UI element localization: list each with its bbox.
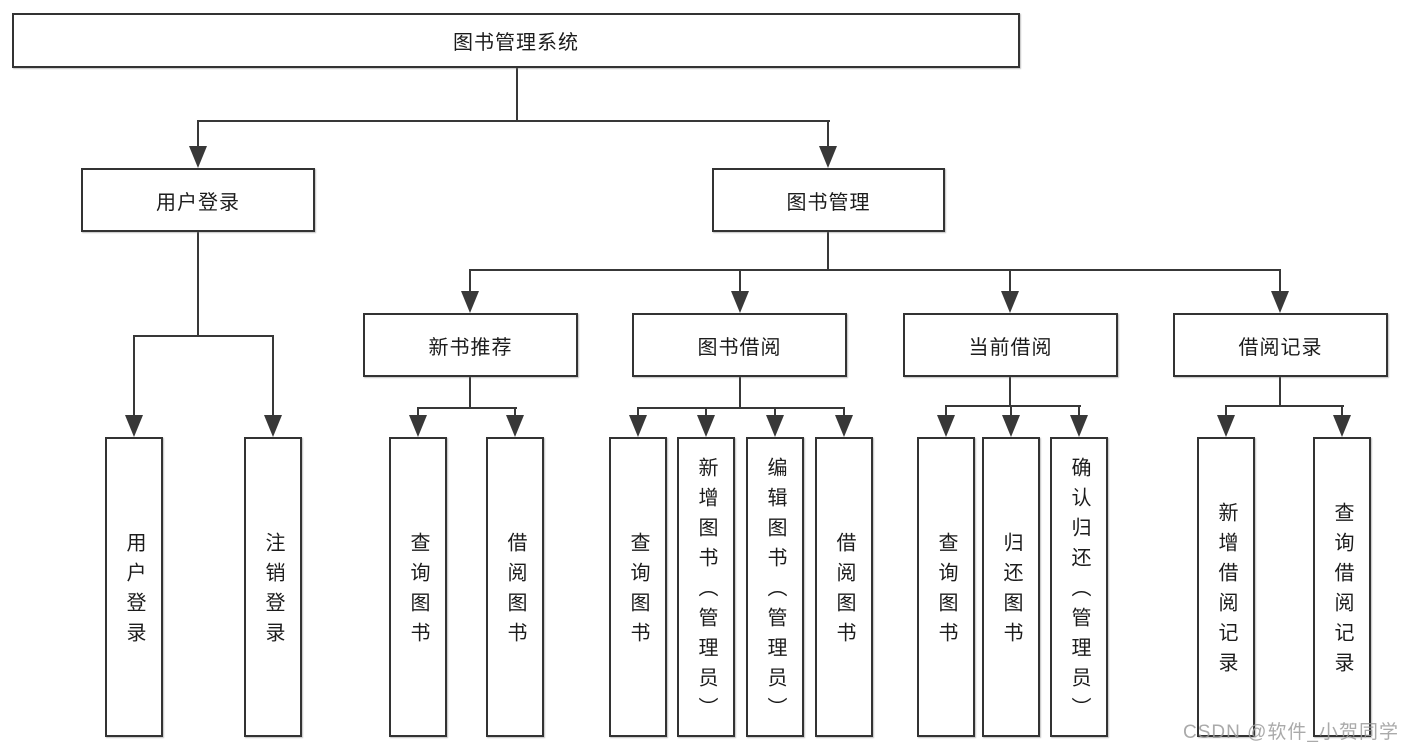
node-label: 借阅记录 bbox=[1238, 336, 1323, 359]
connector-line bbox=[514, 407, 516, 417]
arrow-down-icon bbox=[1271, 291, 1289, 313]
connector-line bbox=[827, 232, 829, 270]
connector-line bbox=[637, 407, 639, 417]
node-label: 查询图书 bbox=[935, 532, 957, 652]
connector-line bbox=[1279, 269, 1281, 293]
leaf-borrow-books-borrowing: 借阅图书 bbox=[815, 437, 873, 737]
connector-line bbox=[516, 68, 518, 121]
connector-line bbox=[1279, 377, 1281, 406]
node-label: 当前借阅 bbox=[968, 336, 1053, 359]
arrow-down-icon bbox=[461, 291, 479, 313]
arrow-down-icon bbox=[835, 415, 853, 437]
connector-line bbox=[739, 269, 741, 293]
leaf-add-borrow-record: 新增借阅记录 bbox=[1197, 437, 1255, 737]
connector-line bbox=[637, 407, 845, 409]
arrow-down-icon bbox=[264, 415, 282, 437]
arrow-down-icon bbox=[819, 146, 837, 168]
arrow-down-icon bbox=[125, 415, 143, 437]
arrow-down-icon bbox=[697, 415, 715, 437]
node-label: 图书管理系统 bbox=[453, 32, 579, 54]
node-label: 借阅图书 bbox=[504, 532, 526, 652]
arrow-down-icon bbox=[1001, 291, 1019, 313]
connector-line bbox=[469, 377, 471, 408]
node-label: 查询图书 bbox=[627, 532, 649, 652]
leaf-query-books-borrowing: 查询图书 bbox=[609, 437, 667, 737]
arrow-down-icon bbox=[731, 291, 749, 313]
connector-line bbox=[827, 120, 829, 148]
connector-line bbox=[1225, 405, 1344, 407]
watermark-text: CSDN @软件_小贺同学 bbox=[1183, 722, 1399, 743]
arrow-down-icon bbox=[409, 415, 427, 437]
connector-line bbox=[1341, 405, 1343, 417]
arrow-down-icon bbox=[506, 415, 524, 437]
leaf-user-login: 用户登录 bbox=[105, 437, 163, 737]
connector-line bbox=[133, 335, 135, 417]
connector-line bbox=[843, 407, 845, 417]
connector-line bbox=[197, 120, 830, 122]
arrow-down-icon bbox=[937, 415, 955, 437]
arrow-down-icon bbox=[766, 415, 784, 437]
arrow-down-icon bbox=[1002, 415, 1020, 437]
node-label: 图书管理 bbox=[786, 191, 871, 214]
node-label: 图书借阅 bbox=[697, 336, 782, 359]
node-label: 编辑图书（管理员） bbox=[764, 457, 786, 727]
connector-line bbox=[705, 407, 707, 417]
connector-line bbox=[1078, 405, 1080, 417]
node-label: 用户登录 bbox=[123, 532, 145, 652]
node-user-login: 用户登录 bbox=[81, 168, 315, 232]
node-label: 新增借阅记录 bbox=[1215, 502, 1237, 682]
leaf-query-books-current: 查询图书 bbox=[917, 437, 975, 737]
node-label: 新书推荐 bbox=[428, 336, 513, 359]
node-label: 用户登录 bbox=[156, 191, 240, 214]
node-borrowing-records: 借阅记录 bbox=[1173, 313, 1388, 377]
arrow-down-icon bbox=[1070, 415, 1088, 437]
node-label: 新增图书（管理员） bbox=[695, 457, 717, 727]
connector-line bbox=[417, 407, 517, 409]
arrow-down-icon bbox=[1333, 415, 1351, 437]
node-label: 查询图书 bbox=[407, 532, 429, 652]
arrow-down-icon bbox=[629, 415, 647, 437]
leaf-confirm-return-admin: 确认归还（管理员） bbox=[1050, 437, 1108, 737]
connector-line bbox=[774, 407, 776, 417]
leaf-return-book: 归还图书 bbox=[982, 437, 1040, 737]
connector-line bbox=[1009, 269, 1011, 293]
node-book-management: 图书管理 bbox=[712, 168, 945, 232]
node-label: 查询借阅记录 bbox=[1331, 502, 1353, 682]
connector-line bbox=[417, 407, 419, 417]
connector-line bbox=[1009, 377, 1011, 406]
connector-line bbox=[469, 269, 471, 293]
node-current-borrowing: 当前借阅 bbox=[903, 313, 1118, 377]
node-book-management-system: 图书管理系统 bbox=[12, 13, 1020, 68]
leaf-query-books-recommend: 查询图书 bbox=[389, 437, 447, 737]
connector-line bbox=[272, 335, 274, 417]
leaf-query-borrow-record: 查询借阅记录 bbox=[1313, 437, 1371, 737]
node-label: 注销登录 bbox=[262, 532, 284, 652]
connector-line bbox=[945, 405, 947, 417]
arrow-down-icon bbox=[1217, 415, 1235, 437]
connector-line bbox=[469, 269, 1281, 271]
connector-line bbox=[1010, 405, 1012, 417]
connector-line bbox=[133, 335, 274, 337]
leaf-edit-book-admin: 编辑图书（管理员） bbox=[746, 437, 804, 737]
leaf-add-book-admin: 新增图书（管理员） bbox=[677, 437, 735, 737]
node-new-book-recommendation: 新书推荐 bbox=[363, 313, 578, 377]
node-label: 确认归还（管理员） bbox=[1068, 457, 1090, 727]
connector-line bbox=[945, 405, 1081, 407]
leaf-borrow-books-recommend: 借阅图书 bbox=[486, 437, 544, 737]
arrow-down-icon bbox=[189, 146, 207, 168]
leaf-logout: 注销登录 bbox=[244, 437, 302, 737]
node-label: 归还图书 bbox=[1000, 532, 1022, 652]
connector-line bbox=[739, 377, 741, 408]
node-label: 借阅图书 bbox=[833, 532, 855, 652]
connector-line bbox=[197, 232, 199, 336]
connector-line bbox=[1225, 405, 1227, 417]
node-book-borrowing: 图书借阅 bbox=[632, 313, 847, 377]
connector-line bbox=[197, 120, 199, 148]
